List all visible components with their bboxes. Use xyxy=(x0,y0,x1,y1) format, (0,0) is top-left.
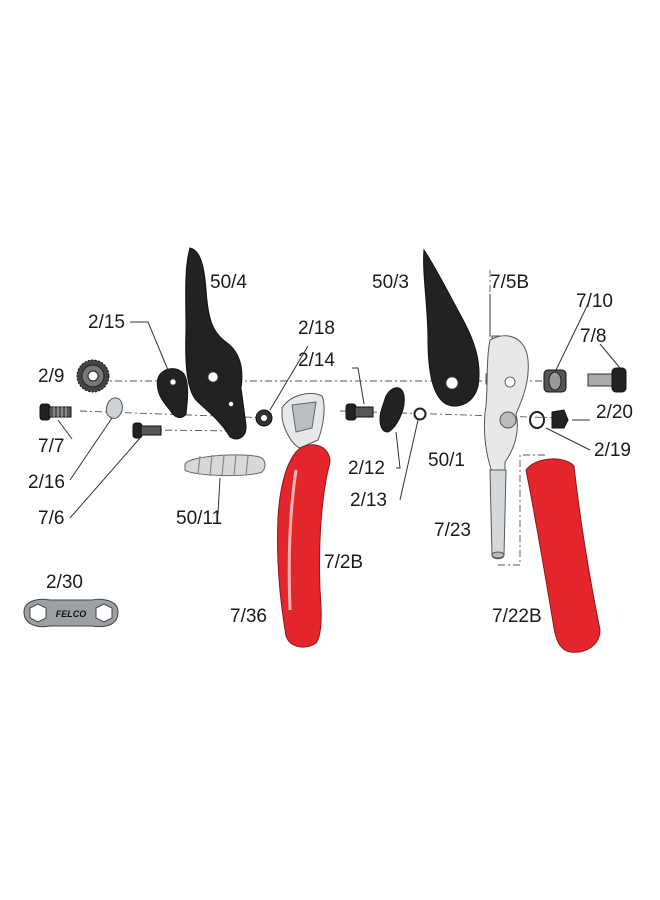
leader-lines xyxy=(57,294,621,519)
anvil-50-3 xyxy=(423,248,480,407)
bolt-7-6 xyxy=(132,422,162,439)
label-2-18: 2/18 xyxy=(298,318,335,339)
blade-50-4 xyxy=(185,247,247,440)
grip-7-36[interactable] xyxy=(276,444,331,648)
part-labels: 50/4 50/3 7/5B 7/10 7/8 2/15 2/18 2/14 2… xyxy=(28,272,633,627)
spanner-key-2-30: FELCO xyxy=(23,598,119,628)
label-50-3: 50/3 xyxy=(372,272,409,293)
spring-2-16 xyxy=(105,397,123,419)
label-7-23: 7/23 xyxy=(434,520,471,541)
serrated-nut-2-9 xyxy=(76,359,110,393)
label-7-22b: 7/22B xyxy=(492,606,542,627)
label-7-7: 7/7 xyxy=(38,436,64,457)
felco-logo: FELCO xyxy=(56,609,87,619)
label-50-4: 50/4 xyxy=(210,272,247,293)
nut-2-20 xyxy=(551,409,569,429)
label-2-12: 2/12 xyxy=(348,458,385,479)
body-50-1 xyxy=(483,335,529,479)
label-2-14: 2/14 xyxy=(298,350,335,371)
label-7-36: 7/36 xyxy=(230,606,267,627)
bolt-2-14 xyxy=(345,403,374,421)
label-50-1: 50/1 xyxy=(428,450,465,471)
bolt-7-8 xyxy=(587,367,627,393)
tube-7-23 xyxy=(489,469,507,560)
washer-2-18 xyxy=(255,409,273,427)
latch-2-12 xyxy=(379,387,405,433)
plate-2-15 xyxy=(156,368,189,418)
label-7-8: 7/8 xyxy=(580,326,606,347)
label-7-10: 7/10 xyxy=(576,291,613,312)
label-2-15: 2/15 xyxy=(88,312,125,333)
label-7-6: 7/6 xyxy=(38,508,64,529)
label-7-5b: 7/5B xyxy=(490,272,529,293)
label-2-19: 2/19 xyxy=(594,440,631,461)
label-2-30: 2/30 xyxy=(46,572,83,593)
label-50-11: 50/11 xyxy=(176,508,222,529)
bolt-7-7 xyxy=(39,403,72,421)
coil-spring-50-11 xyxy=(184,454,266,477)
label-2-16: 2/16 xyxy=(28,472,65,493)
grip-7-22b[interactable] xyxy=(525,458,601,653)
label-2-13: 2/13 xyxy=(350,490,387,511)
label-2-9: 2/9 xyxy=(38,366,64,387)
o-ring-2-19 xyxy=(529,411,545,429)
label-2-20: 2/20 xyxy=(596,402,633,423)
label-7-2b: 7/2B xyxy=(324,552,363,573)
washer-2-13 xyxy=(413,407,427,421)
bushing-7-10 xyxy=(543,369,567,393)
